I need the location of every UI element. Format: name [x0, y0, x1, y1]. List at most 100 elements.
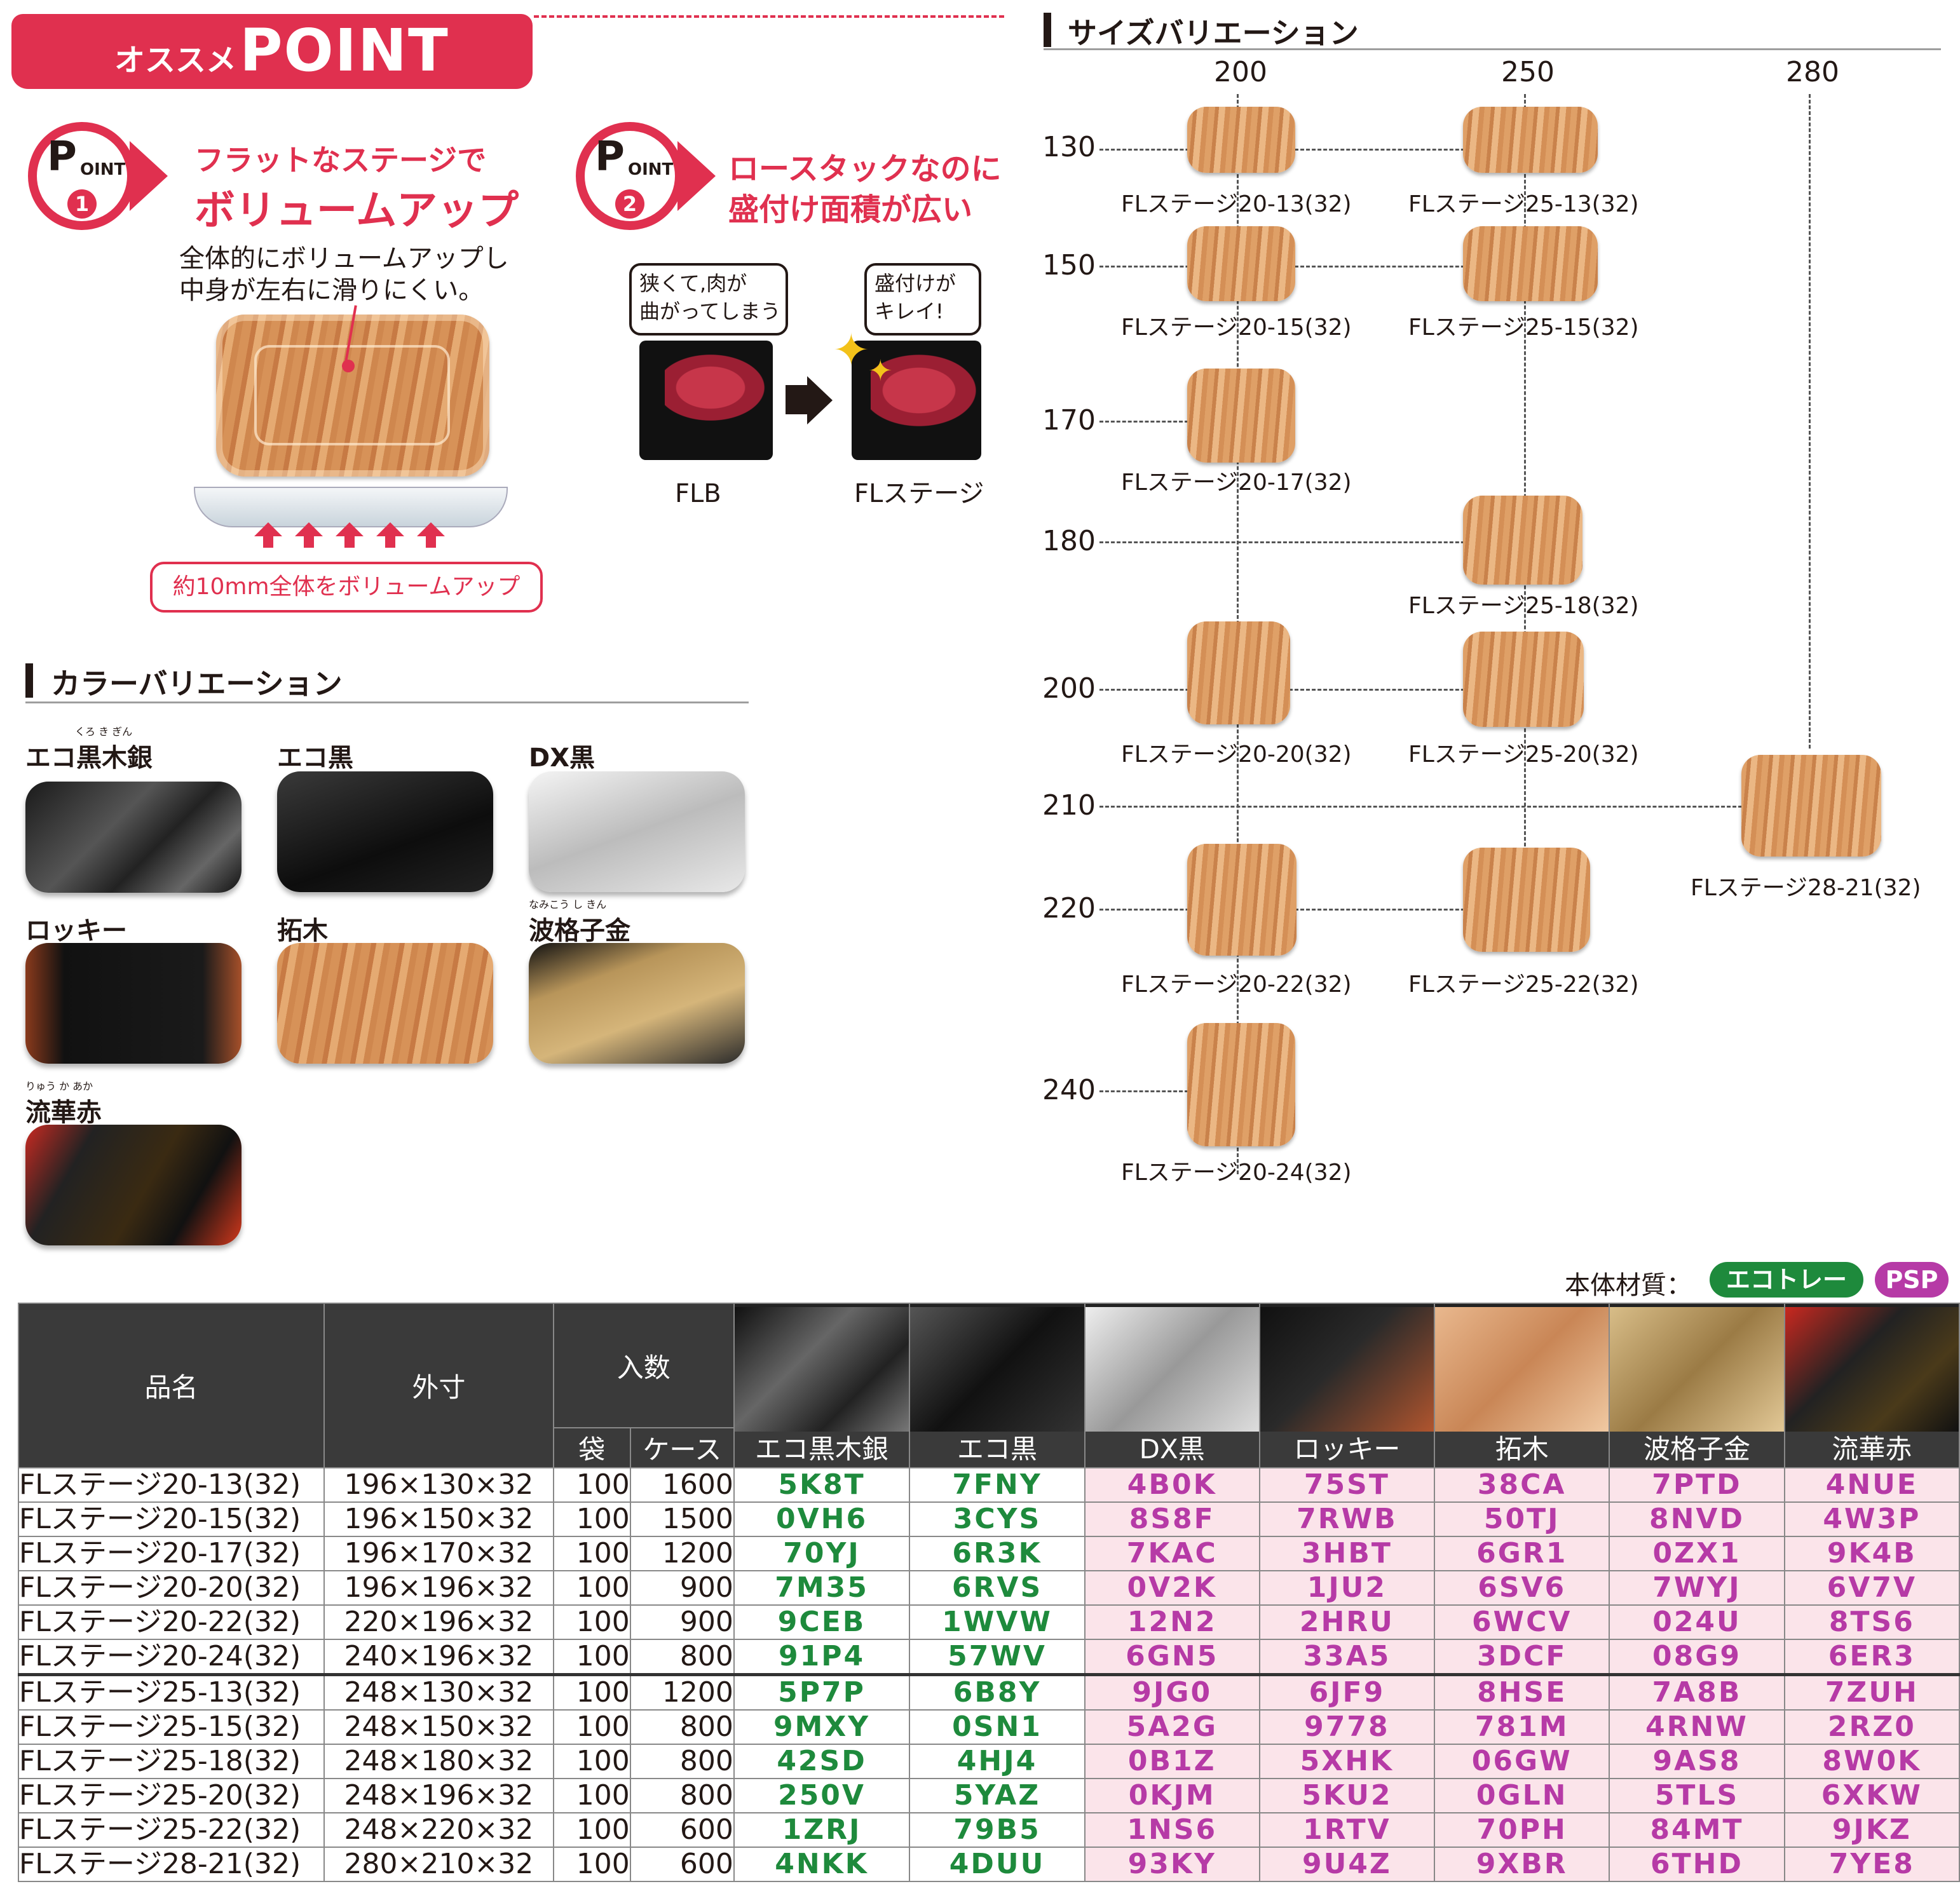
- cell-code: 12N2: [1084, 1604, 1260, 1640]
- cell-bag: 100: [552, 1744, 631, 1779]
- cell-code: 75ST: [1258, 1467, 1436, 1503]
- tray-wave-lattice-gold: [529, 943, 745, 1064]
- point1-pointer-dot: [342, 360, 355, 372]
- cell-bag: 100: [552, 1673, 631, 1711]
- flb-photo: [639, 341, 773, 460]
- th-qty: 入数: [552, 1303, 735, 1428]
- volume-up-pill: 約10mm全体をボリュームアップ: [150, 562, 543, 613]
- cell-name: FLステージ25-18(32): [17, 1744, 325, 1779]
- cell-code: 08G9: [1609, 1639, 1785, 1676]
- th-color-3: ロッキー: [1258, 1303, 1436, 1468]
- size-section-bar: [1044, 13, 1051, 47]
- cell-code: 9CEB: [733, 1604, 911, 1640]
- cell-code: 8W0K: [1783, 1744, 1960, 1779]
- cell-code: 781M: [1434, 1709, 1610, 1745]
- cell-code: 5P7P: [733, 1673, 911, 1711]
- cell-case: 900: [629, 1604, 735, 1640]
- label-28-21: FLステージ28-21(32): [1691, 875, 1921, 901]
- cell-code: 70YJ: [733, 1536, 911, 1571]
- cell-size: 196×196×32: [323, 1570, 554, 1606]
- point1-tray-side-image: [194, 487, 508, 527]
- tray-eco-black: [277, 771, 493, 892]
- tray-20-13: [1187, 107, 1295, 173]
- cell-size: 280×210×32: [323, 1847, 554, 1882]
- color-label-ryuka-red: 流華赤: [25, 1098, 102, 1127]
- material-label: 本体材質：: [1565, 1271, 1692, 1300]
- cell-code: 8NVD: [1609, 1501, 1785, 1537]
- cell-code: 9JKZ: [1783, 1812, 1960, 1848]
- cell-bag: 100: [552, 1812, 631, 1848]
- cell-code: 6V7V: [1783, 1570, 1960, 1606]
- th-color-4: 拓木: [1434, 1303, 1610, 1468]
- tray-ryuka-red: [25, 1125, 242, 1245]
- cell-code: 91P4: [733, 1639, 911, 1676]
- y-axis-170: 170: [1042, 404, 1096, 437]
- cell-code: 0ZX1: [1609, 1536, 1785, 1571]
- cell-code: 4RNW: [1609, 1709, 1785, 1745]
- cell-bag: 100: [552, 1570, 631, 1606]
- header-label-small: オススメ: [114, 43, 237, 78]
- cell-name: FLステージ20-15(32): [17, 1501, 325, 1537]
- cell-name: FLステージ28-21(32): [17, 1847, 325, 1882]
- color-label-wave-lattice-gold: 波格子金: [529, 916, 630, 945]
- cell-code: 2HRU: [1258, 1604, 1436, 1640]
- color-label-takuboku: 拓木: [277, 916, 328, 945]
- cell-code: 5KU2: [1258, 1778, 1436, 1813]
- label-20-20: FLステージ20-20(32): [1121, 742, 1352, 768]
- cell-code: 9XBR: [1434, 1847, 1610, 1882]
- cell-code: 7M35: [733, 1570, 911, 1606]
- cell-bag: 100: [552, 1536, 631, 1571]
- y-axis-240: 240: [1042, 1074, 1096, 1106]
- th-size: 外寸: [323, 1303, 554, 1468]
- tray-20-24: [1187, 1023, 1295, 1146]
- cell-code: 5A2G: [1084, 1709, 1260, 1745]
- y-axis-180: 180: [1042, 525, 1096, 557]
- y-axis-130: 130: [1042, 131, 1096, 163]
- cell-code: 7YE8: [1783, 1847, 1960, 1882]
- y-axis-200: 200: [1042, 672, 1096, 705]
- cell-name: FLステージ20-20(32): [17, 1570, 325, 1606]
- color-section-rule: [25, 701, 749, 703]
- point1-desc-line1: 全体的にボリュームアップし: [179, 244, 509, 273]
- cell-case: 1200: [629, 1536, 735, 1571]
- cell-bag: 100: [552, 1778, 631, 1813]
- tray-eco-black-wood-silver: [25, 782, 242, 893]
- y-axis-210: 210: [1042, 789, 1096, 822]
- tray-takuboku: [277, 943, 493, 1064]
- cell-code: 50TJ: [1434, 1501, 1610, 1537]
- top-divider: [534, 15, 1004, 18]
- cell-code: 5K8T: [733, 1467, 911, 1503]
- color-label-eco-black: エコ黒: [277, 743, 353, 773]
- x-axis-200: 200: [1214, 56, 1267, 88]
- cell-bag: 100: [552, 1467, 631, 1503]
- label-20-17: FLステージ20-17(32): [1121, 470, 1352, 496]
- label-20-24: FLステージ20-24(32): [1121, 1160, 1352, 1186]
- cell-code: 4W3P: [1783, 1501, 1960, 1537]
- cell-code: 0GLN: [1434, 1778, 1610, 1813]
- th-name: 品名: [17, 1303, 325, 1468]
- cell-code: 6RVS: [909, 1570, 1085, 1606]
- cell-code: 06GW: [1434, 1744, 1610, 1779]
- color-label-eco-black-wood-silver: エコ黒木銀: [25, 743, 153, 773]
- cell-code: 0KJM: [1084, 1778, 1260, 1813]
- cell-name: FLステージ25-13(32): [17, 1673, 325, 1711]
- cell-code: 1WVW: [909, 1604, 1085, 1640]
- cell-case: 900: [629, 1570, 735, 1606]
- cell-code: 024U: [1609, 1604, 1785, 1640]
- cell-name: FLステージ20-17(32): [17, 1536, 325, 1571]
- cell-code: 9778: [1258, 1709, 1436, 1745]
- th-case: ケース: [629, 1427, 735, 1468]
- cell-name: FLステージ25-22(32): [17, 1812, 325, 1848]
- size-section-rule: [1044, 48, 1941, 50]
- cell-code: 38CA: [1434, 1467, 1610, 1503]
- th-color-2: DX黒: [1084, 1303, 1260, 1468]
- tray-25-18: [1463, 496, 1582, 585]
- y-axis-150: 150: [1042, 249, 1096, 281]
- cell-bag: 100: [552, 1639, 631, 1676]
- th-color-5: 波格子金: [1609, 1303, 1785, 1468]
